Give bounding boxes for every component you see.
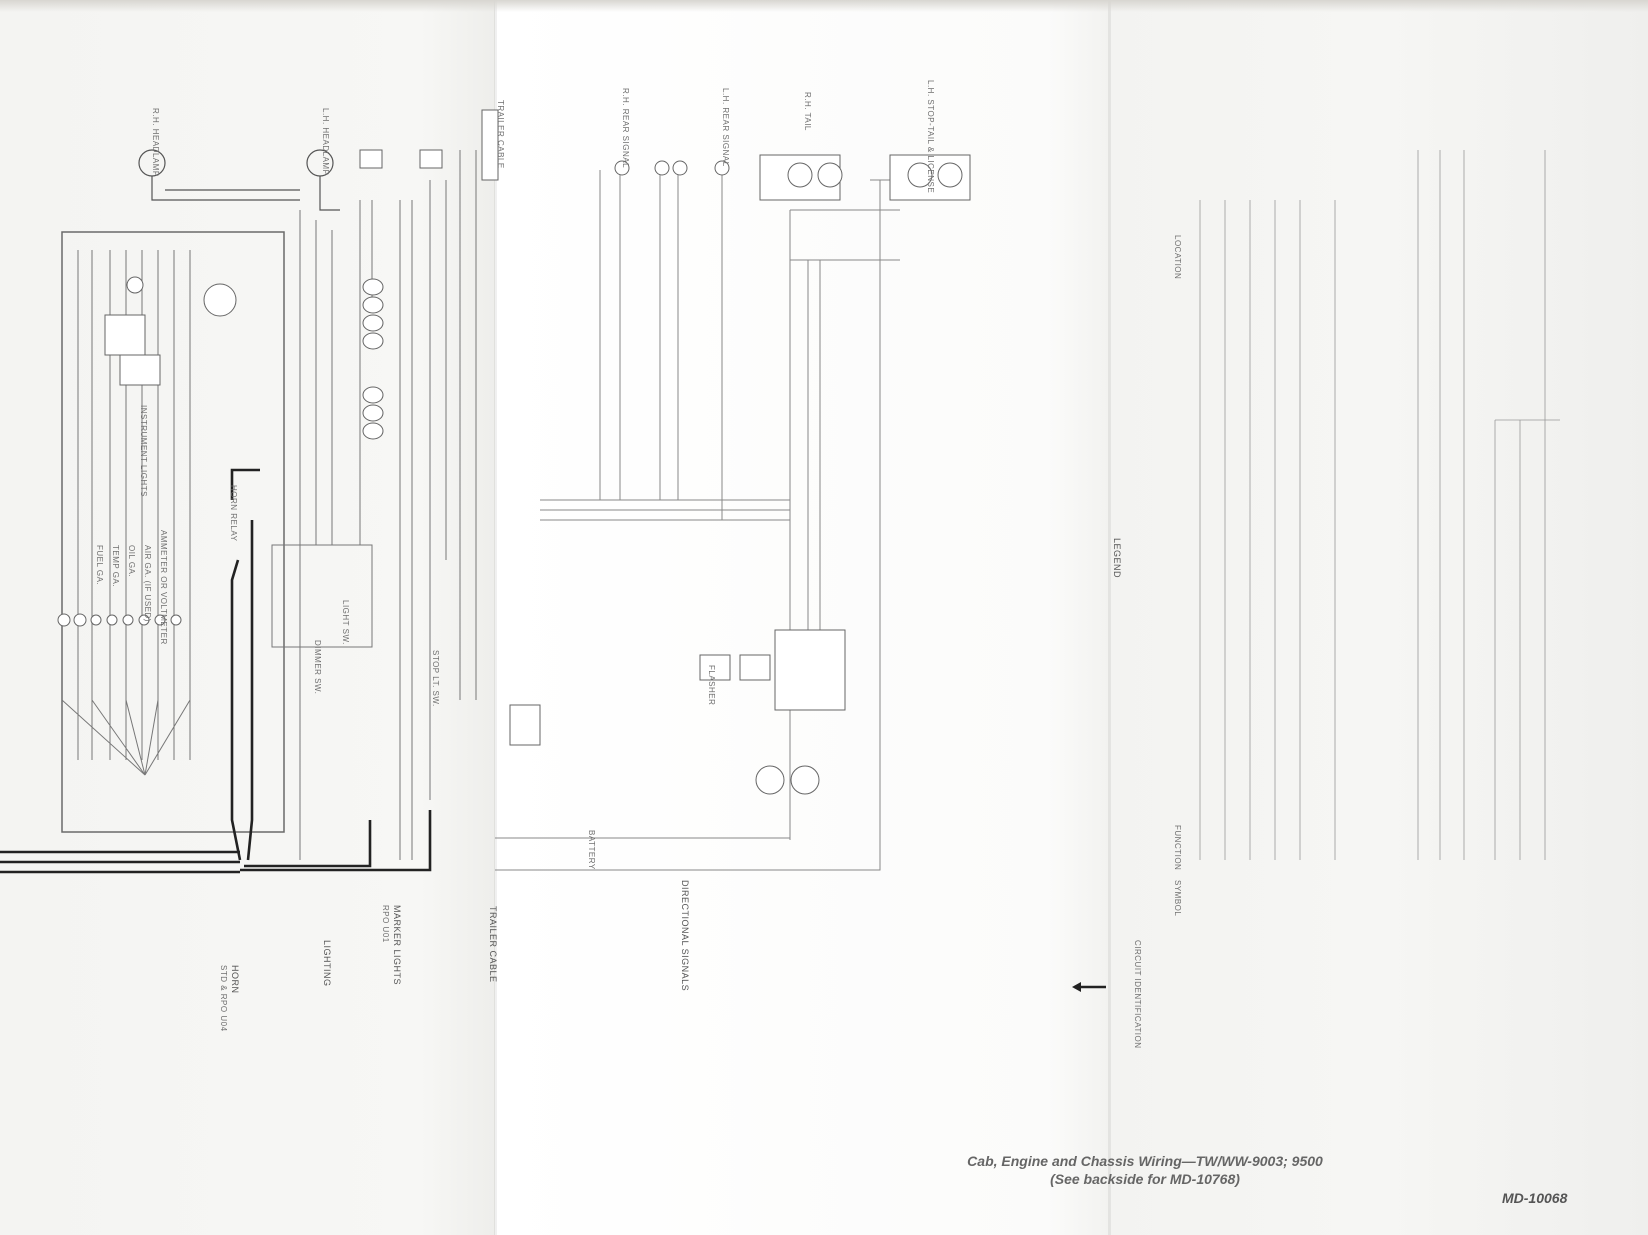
label-temp-ga: TEMP GA.: [111, 545, 120, 588]
label-lh-headlamp: L.H. HEADLAMP: [321, 108, 330, 176]
label-instrument-lights: INSTRUMENT LIGHTS: [139, 405, 148, 497]
label-flasher: FLASHER: [707, 665, 716, 706]
light-switch-box: [271, 544, 373, 648]
fold-line-right: [1108, 0, 1111, 1235]
label-ammeter: AMMETER OR VOLTMETER: [159, 530, 168, 645]
label-rh-tail: R.H. TAIL: [803, 92, 812, 131]
label-circuit-identification: CIRCUIT IDENTIFICATION: [1133, 940, 1142, 1049]
label-trailer-cable: TRAILER CABLE: [488, 906, 498, 983]
label-lh-rear-signal: L.H. REAR SIGNAL: [721, 88, 730, 167]
caption-title: Cab, Engine and Chassis Wiring—TW/WW-900…: [967, 1153, 1323, 1169]
label-lighting: LIGHTING: [322, 940, 332, 987]
sheet-panel-middle: [495, 0, 1110, 1235]
left-arrow-icon: [1072, 982, 1106, 992]
gauge-leads: [61, 250, 191, 776]
label-horn-relay: HORN RELAY: [229, 485, 238, 542]
label-rh-headlamp: R.H. HEADLAMP: [151, 108, 160, 177]
label-light-switch: LIGHT SW.: [341, 600, 350, 645]
trailer-bus: [495, 170, 940, 871]
label-directional-signals: DIRECTIONAL SIGNALS: [680, 880, 690, 992]
page-shadow: [0, 0, 1648, 12]
gauge-symbols: [57, 276, 237, 627]
label-stop-switch: STOP LT. SW.: [431, 650, 440, 707]
label-trailer-cable-top: TRAILER CABLE: [496, 100, 505, 169]
signal-lamp-symbols: [509, 154, 971, 795]
document-number: MD-10068: [1502, 1190, 1568, 1206]
label-horn: HORN: [230, 965, 240, 994]
label-fuel-ga: FUEL GA.: [95, 545, 104, 586]
lighting-wires: [299, 150, 477, 860]
label-rh-rear-signal: R.H. REAR SIGNAL: [621, 88, 630, 169]
label-battery: BATTERY: [587, 830, 596, 870]
marker-light-symbols: [359, 109, 499, 440]
label-oil-ga: OIL GA.: [127, 545, 136, 578]
headlamps: [138, 149, 340, 211]
label-horn-option: STD & RPO U04: [219, 965, 228, 1032]
instrument-cluster-box: [61, 231, 285, 833]
fold-line-left: [494, 0, 497, 1235]
legend-col-function: FUNCTION: [1173, 825, 1182, 871]
legend-col-symbol: SYMBOL: [1173, 880, 1182, 917]
label-air-ga: AIR GA. (IF USED): [143, 545, 152, 622]
label-dimmer-switch: DIMMER SW.: [313, 640, 322, 695]
diagram-caption: Cab, Engine and Chassis Wiring—TW/WW-900…: [905, 1152, 1385, 1188]
label-marker-option: RPO U01: [381, 905, 390, 943]
legend-col-location: LOCATION: [1173, 235, 1182, 280]
legend-heading: LEGEND: [1112, 538, 1122, 579]
caption-subtitle: (See backside for MD-10768): [1050, 1171, 1240, 1187]
label-lh-stop-tail-license: L.H. STOP-TAIL & LICENSE: [926, 80, 935, 194]
main-harness: [0, 468, 432, 874]
label-marker-lights: MARKER LIGHTS: [392, 905, 402, 986]
legend-leaders: [1199, 150, 1560, 860]
